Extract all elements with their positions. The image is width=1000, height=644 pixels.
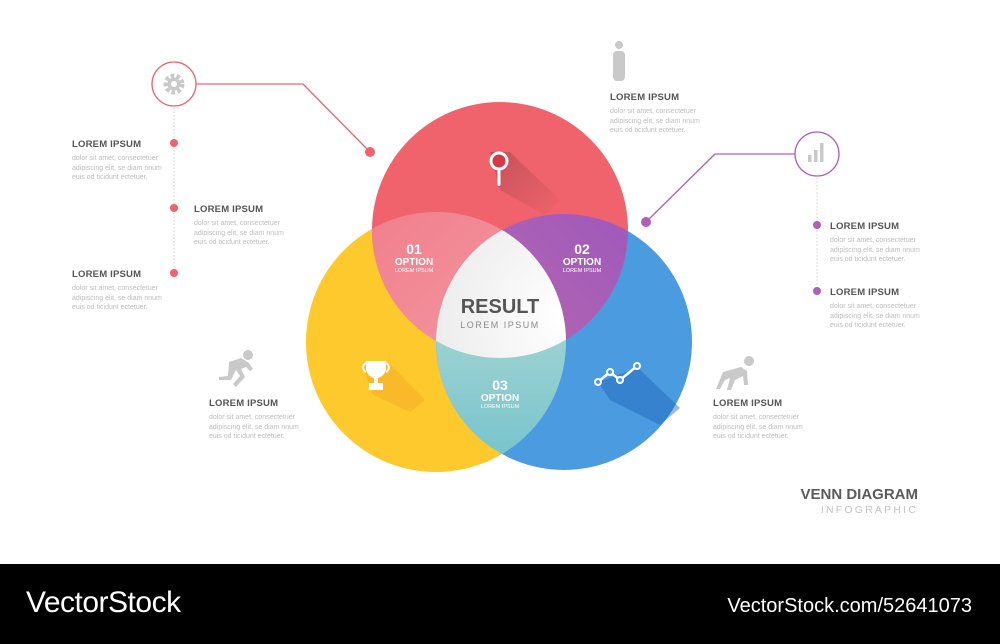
left-item-1: LOREM IPSUM dolor sit amet, consectetuer…	[72, 139, 172, 183]
result-title: RESULT	[460, 296, 540, 318]
watermark-footer: VectorStock VectorStock.com/52641073	[0, 564, 1000, 644]
item-body: dolor sit amet, consectetuer adipiscing …	[72, 285, 162, 311]
overlap-sub: LOREM IPSUM	[562, 268, 602, 274]
left-connector	[170, 83, 375, 277]
item-heading: LOREM IPSUM	[209, 398, 279, 409]
sprinter-start-icon	[716, 356, 754, 390]
gear-icon	[151, 61, 197, 107]
line-chart-icon	[594, 362, 680, 425]
item-body: dolor sit amet, consectetuer adipiscing …	[610, 108, 700, 134]
bar-chart-icon	[794, 131, 840, 177]
top-right-block: LOREM IPSUM dolor sit amet, consectetuer…	[610, 92, 710, 136]
venn-diagram	[151, 41, 840, 472]
footer-url: VectorStock.com/52641073	[727, 595, 972, 617]
bottom-left-block: LOREM IPSUM dolor sit amet, consectetuer…	[209, 398, 309, 442]
search-icon	[489, 151, 560, 215]
item-heading: LOREM IPSUM	[72, 269, 142, 280]
right-connector	[641, 153, 821, 295]
item-heading: LOREM IPSUM	[713, 398, 783, 409]
left-item-3: LOREM IPSUM dolor sit amet, consectetuer…	[72, 269, 172, 313]
item-heading: LOREM IPSUM	[610, 92, 680, 103]
diagram-title: VENN DIAGRAM	[800, 486, 918, 503]
person-icon	[613, 41, 625, 81]
item-heading: LOREM IPSUM	[830, 287, 900, 298]
item-heading: LOREM IPSUM	[830, 221, 900, 232]
item-body: dolor sit amet, consectetuer adipiscing …	[194, 220, 284, 246]
overlap-number: 01	[406, 241, 422, 257]
runner-icon	[219, 350, 253, 387]
item-heading: LOREM IPSUM	[194, 204, 264, 215]
overlap-03: 03 OPTION LOREM IPSUM	[470, 378, 530, 411]
overlap-label: OPTION	[394, 257, 434, 268]
overlap-label: OPTION	[480, 393, 520, 404]
item-body: dolor sit amet, consectetuer adipiscing …	[72, 155, 162, 181]
item-body: dolor sit amet, consectetuer adipiscing …	[830, 237, 920, 263]
item-body: dolor sit amet, consectetuer adipiscing …	[713, 414, 803, 440]
right-item-1: LOREM IPSUM dolor sit amet, consectetuer…	[830, 221, 930, 265]
result-center: RESULT LOREM IPSUM	[440, 296, 560, 330]
diagram-subtitle: INFOGRAPHIC	[820, 504, 918, 516]
infographic-canvas: 01 OPTION LOREM IPSUM 02 OPTION LOREM IP…	[72, 41, 930, 516]
overlap-01: 01 OPTION LOREM IPSUM	[384, 242, 444, 275]
overlap-sub: LOREM IPSUM	[394, 268, 434, 274]
overlap-sub: LOREM IPSUM	[480, 404, 520, 410]
overlap-number: 03	[492, 377, 508, 393]
overlap-number: 02	[574, 241, 590, 257]
result-sub: LOREM IPSUM	[460, 320, 540, 330]
overlap-02: 02 OPTION LOREM IPSUM	[552, 242, 612, 275]
trophy-icon	[362, 361, 425, 412]
item-body: dolor sit amet, consectetuer adipiscing …	[830, 303, 920, 329]
item-body: dolor sit amet, consectetuer adipiscing …	[209, 414, 299, 440]
right-item-2: LOREM IPSUM dolor sit amet, consectetuer…	[830, 287, 930, 331]
footer-brand: VectorStock	[26, 586, 181, 619]
diagram-title-block: VENN DIAGRAM INFOGRAPHIC	[800, 486, 918, 516]
overlap-label: OPTION	[562, 257, 602, 268]
item-heading: LOREM IPSUM	[72, 139, 142, 150]
bottom-right-block: LOREM IPSUM dolor sit amet, consectetuer…	[713, 398, 813, 442]
left-item-2: LOREM IPSUM dolor sit amet, consectetuer…	[194, 204, 294, 248]
